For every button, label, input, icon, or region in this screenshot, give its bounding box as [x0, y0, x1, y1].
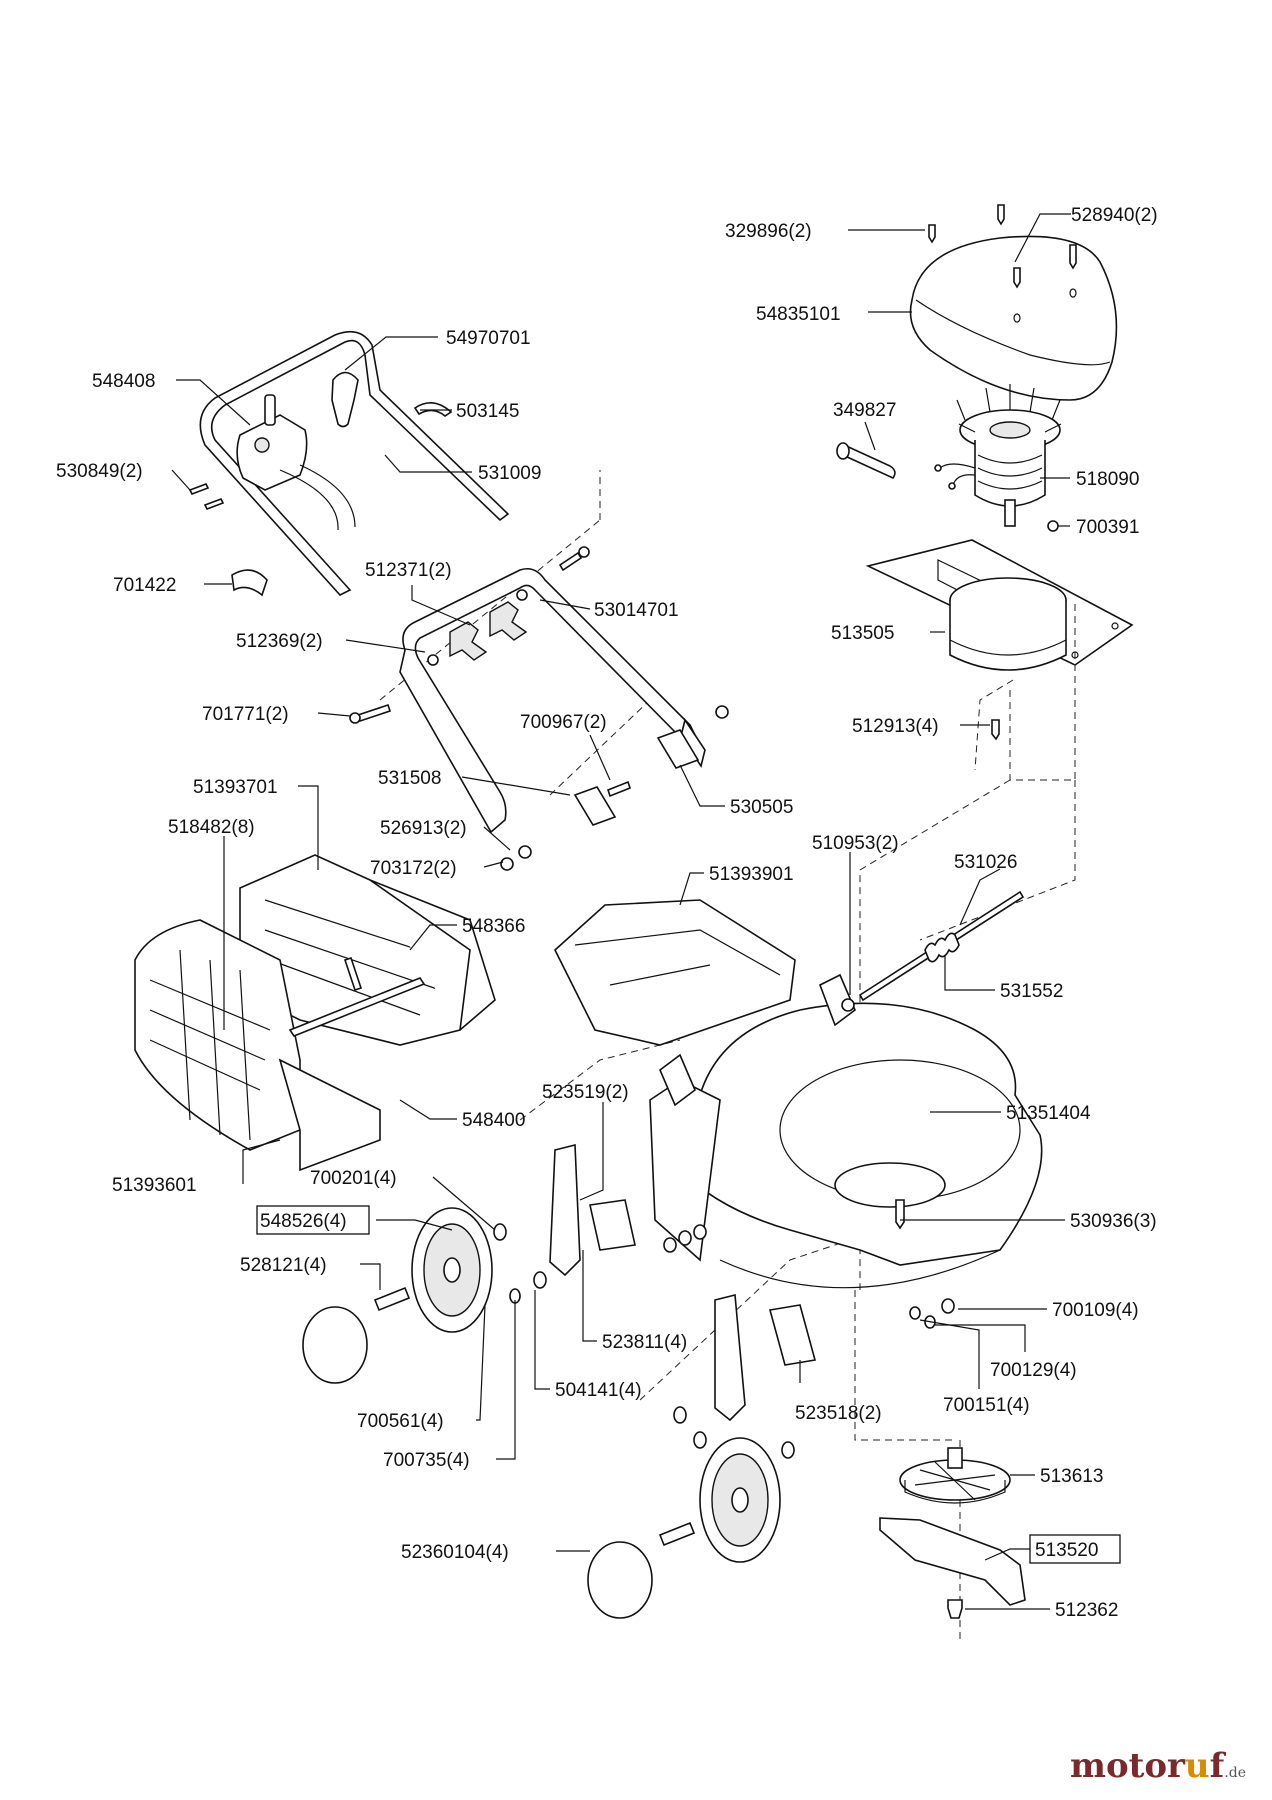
- label-701422: 701422: [113, 575, 176, 596]
- screws-530849-drawing: [188, 482, 225, 511]
- watermark-tld: .de: [1224, 1765, 1246, 1781]
- label-512362: 512362: [1055, 1600, 1118, 1621]
- switch-box-drawing: [236, 394, 356, 531]
- label-700391: 700391: [1076, 517, 1139, 538]
- label-528121: 528121(4): [240, 1255, 327, 1276]
- clip-701422-drawing: [231, 569, 268, 597]
- label-512913: 512913(4): [852, 716, 939, 737]
- label-503145: 503145: [456, 401, 519, 422]
- watermark-brand-a: motor: [1069, 1746, 1185, 1786]
- blade-adapter-drawing: [899, 1447, 1011, 1504]
- watermark-brand-dot: u: [1184, 1746, 1210, 1786]
- label-513520: 513520: [1035, 1540, 1098, 1561]
- wheel-bolt-rear-drawing: [373, 1286, 411, 1312]
- bag-spring-drawing: [343, 956, 363, 992]
- label-700967: 700967(2): [520, 712, 607, 733]
- motor-mount-plate-drawing: [865, 539, 1134, 671]
- handle-bolts-drawing: [349, 546, 590, 724]
- label-700201: 700201(4): [310, 1168, 397, 1189]
- assembly-guide-lines: [379, 470, 1076, 1640]
- label-701771: 701771(2): [202, 704, 289, 725]
- washer-700391-drawing: [1047, 520, 1059, 532]
- label-51393601: 51393601: [112, 1175, 197, 1196]
- label-700151: 700151(4): [943, 1395, 1030, 1416]
- watermark-logo: motoruf.de: [1070, 1746, 1246, 1786]
- label-512369: 512369(2): [236, 631, 323, 652]
- knobs-drawing: [449, 601, 528, 661]
- grassbag-body-drawing: [134, 919, 381, 1172]
- motor-drawing: [934, 384, 1062, 527]
- motor-cover-drawing: [909, 235, 1118, 401]
- label-513505: 513505: [831, 623, 894, 644]
- bag-rod-drawing: [288, 977, 426, 1037]
- label-518482: 518482(8): [168, 817, 255, 838]
- label-703172: 703172(2): [370, 858, 457, 879]
- label-518090: 518090: [1076, 469, 1139, 490]
- label-531508: 531508: [378, 768, 441, 789]
- label-528940: 528940(2): [1071, 205, 1158, 226]
- watermark-brand-b: f: [1209, 1746, 1225, 1786]
- chute-drawing: [554, 899, 796, 1046]
- label-523811: 523811(4): [602, 1332, 687, 1353]
- label-700735: 700735(4): [383, 1450, 470, 1471]
- blade-drawing: [879, 1517, 1026, 1606]
- part-labels: 329896(2) 528940(2) 54835101 54970701 54…: [56, 205, 1158, 1621]
- label-700109: 700109(4): [1052, 1300, 1139, 1321]
- washers-drawing: [493, 1223, 955, 1459]
- cover-screws-drawing: [928, 204, 1077, 289]
- axle-drawing: [841, 890, 1025, 1012]
- label-513613: 513613: [1040, 1466, 1103, 1487]
- label-523519: 523519(2): [542, 1082, 629, 1103]
- blade-bolt-drawing: [947, 1599, 963, 1619]
- label-51393901: 51393901: [709, 864, 794, 885]
- label-700561: 700561(4): [357, 1411, 444, 1432]
- label-512371: 512371(2): [365, 560, 452, 581]
- bolt-512913-drawing: [991, 719, 1000, 741]
- label-53014701: 53014701: [594, 600, 679, 621]
- bolt-530936-drawing: [895, 1199, 905, 1230]
- label-510953: 510953(2): [812, 833, 899, 854]
- label-box-548526: [256, 1205, 370, 1235]
- lower-handle-drawing: [399, 567, 706, 834]
- label-349827: 349827: [833, 400, 896, 421]
- capacitor-drawing: [836, 442, 896, 480]
- upper-handle-drawing: [199, 330, 510, 596]
- wheel-cap-rear-drawing: [302, 1306, 368, 1384]
- label-531552: 531552: [1000, 981, 1063, 1002]
- label-51393701: 51393701: [193, 777, 278, 798]
- rear-wheel-drawing: [411, 1207, 493, 1333]
- label-530936: 530936(3): [1070, 1211, 1157, 1232]
- label-548400: 548400: [462, 1110, 525, 1131]
- label-530505: 530505: [730, 797, 793, 818]
- label-531009: 531009: [478, 463, 541, 484]
- clamp-blocks-drawing: [500, 705, 729, 871]
- label-700129: 700129(4): [990, 1360, 1077, 1381]
- cable-clip-drawing: [331, 371, 359, 428]
- label-548526: 548526(4): [260, 1211, 347, 1232]
- label-526913: 526913(2): [380, 818, 467, 839]
- leader-lines: [171, 213, 1071, 1610]
- label-52360104: 52360104(4): [401, 1542, 509, 1563]
- label-523518: 523518(2): [795, 1403, 882, 1424]
- label-548366: 548366: [462, 916, 525, 937]
- label-531026: 531026: [954, 852, 1017, 873]
- wheel-cap-front-drawing: [587, 1541, 653, 1619]
- height-adjusters-drawing: [549, 1143, 817, 1422]
- label-54970701: 54970701: [446, 328, 531, 349]
- label-530849: 530849(2): [56, 461, 143, 482]
- label-51351404: 51351404: [1006, 1103, 1091, 1124]
- label-548408: 548408: [92, 371, 155, 392]
- label-54835101: 54835101: [756, 304, 841, 325]
- label-329896: 329896(2): [725, 221, 812, 242]
- wheel-bolt-front-drawing: [658, 1521, 696, 1547]
- label-504141: 504141(4): [555, 1380, 642, 1401]
- mower-deck-drawing: [649, 973, 1043, 1289]
- front-wheel-drawing: [699, 1437, 781, 1563]
- label-box-513520: [1029, 1534, 1121, 1564]
